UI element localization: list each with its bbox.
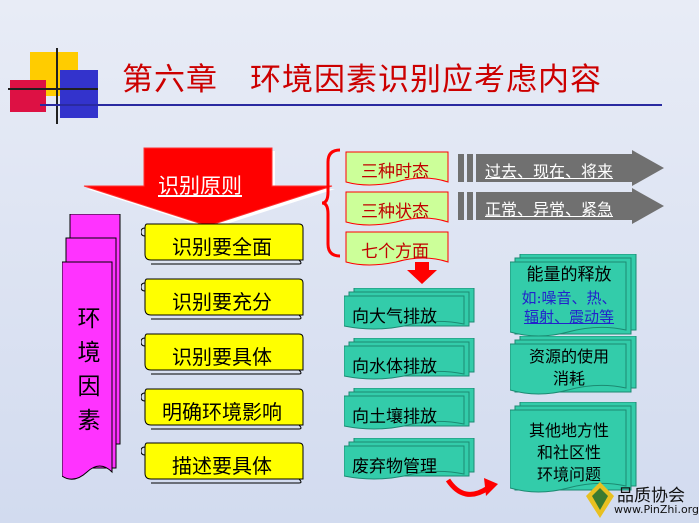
curved-arrow-icon: [445, 478, 498, 497]
community-issues-line-2: 和社区性: [536, 443, 601, 462]
resource-use-line-1: 资源的使用: [528, 347, 609, 366]
principle-scroll-1: 识别要全面: [141, 222, 304, 265]
tag-label: 三种状态: [361, 202, 429, 222]
principle-item: 识别要充分: [172, 290, 272, 314]
energy-release-detail-1: 如:噪音、热、: [521, 289, 617, 307]
watermark-logo-icon: [586, 482, 614, 518]
env-char-3: 因: [77, 374, 101, 400]
emission-stack-water: [344, 338, 475, 380]
environment-factors-stack: [62, 214, 121, 480]
env-char-2: 境: [77, 340, 101, 366]
community-issues-box: [510, 402, 637, 493]
logo: [0, 0, 100, 130]
emission-stack-waste: [344, 438, 475, 480]
env-char-4: 素: [77, 408, 101, 434]
emission-stack-air: [344, 288, 475, 330]
env-char-1: 环: [77, 306, 101, 332]
energy-release-detail-2: 辐射、震动等: [523, 308, 614, 326]
emission-label: 向大气排放: [352, 307, 437, 327]
emission-label: 废弃物管理: [352, 457, 437, 477]
arrow-tenses-label: 过去、现在、将来: [485, 162, 614, 181]
brace: [322, 148, 341, 258]
title-underline: [40, 104, 662, 106]
watermark-url: www.PinZhi.org: [614, 503, 699, 516]
principle-scroll-5: 描述要具体: [141, 441, 304, 484]
community-issues-line-1: 其他地方性: [528, 421, 609, 440]
principle-scroll-4: 明确环境影响: [141, 387, 304, 430]
arrow-states-label: 正常、异常、紧急: [485, 200, 614, 219]
arrow-states: [458, 188, 664, 224]
resource-use-box: [510, 336, 637, 395]
principle-item: 识别要全面: [172, 235, 272, 259]
tag-three-tenses: 三种时态: [344, 150, 449, 186]
arrow-tenses: [458, 150, 664, 186]
emission-stack-soil: [344, 388, 475, 430]
resource-use-line-2: 消耗: [552, 369, 585, 388]
tag-seven-aspects: 七个方面: [344, 230, 449, 266]
principle-item: 描述要具体: [172, 454, 272, 478]
tag-three-states: 三种状态: [344, 190, 449, 226]
tag-label: 七个方面: [361, 242, 429, 262]
emission-label: 向水体排放: [352, 357, 437, 377]
principle-arrow: [83, 147, 335, 228]
watermark-name: 品质协会: [617, 486, 685, 506]
down-arrow-icon: [407, 262, 437, 284]
principle-scroll-3: 识别要具体: [141, 332, 304, 375]
emission-label: 向土壤排放: [352, 407, 437, 427]
principle-item: 明确环境影响: [162, 400, 282, 424]
energy-release-box: [510, 254, 637, 337]
community-issues-line-3: 环境问题: [536, 465, 601, 484]
environment-factors-label: 环 境 因 素: [74, 302, 104, 438]
principle-label: 识别原则: [158, 174, 242, 198]
principle-item: 识别要具体: [172, 345, 272, 369]
principle-scroll-2: 识别要充分: [141, 277, 304, 320]
energy-release-title: 能量的释放: [526, 265, 612, 285]
page-title: 第六章 环境因素识别应考虑内容: [122, 62, 602, 98]
tag-label: 三种时态: [361, 162, 429, 182]
